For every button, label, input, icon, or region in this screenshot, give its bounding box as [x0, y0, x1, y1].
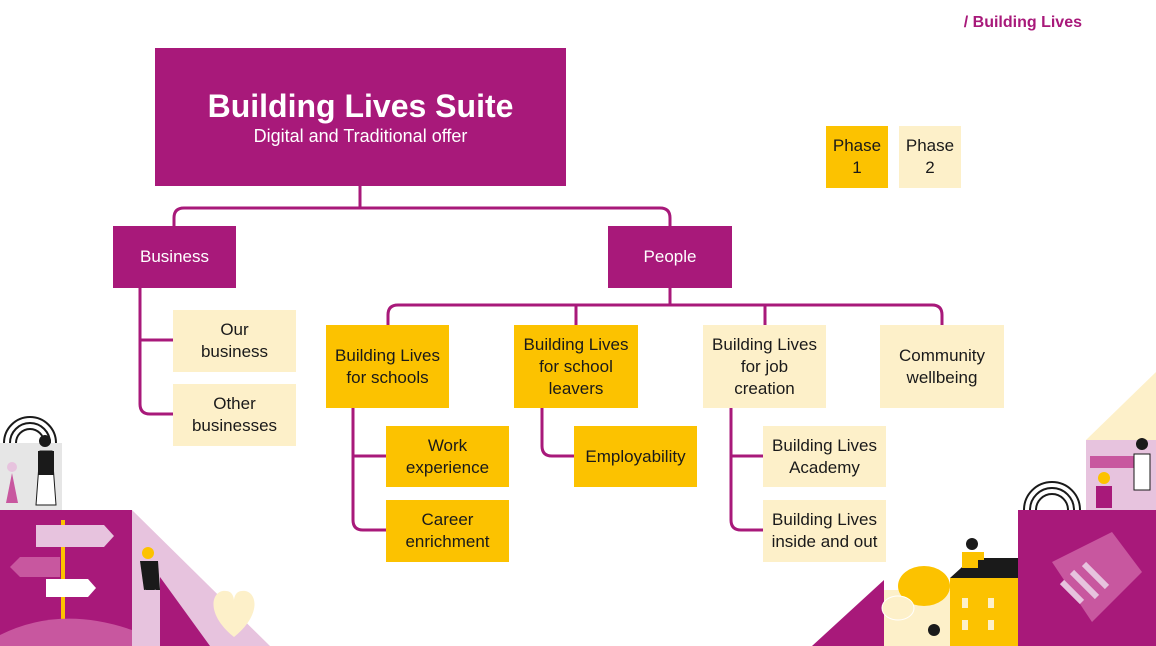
brand-label: / Building Lives — [963, 14, 1082, 31]
business-box: Business — [113, 226, 236, 288]
illustration-left — [0, 416, 270, 646]
work-experience-box: Work experience — [386, 426, 509, 487]
legend-phase-2: Phase 2 — [899, 126, 961, 188]
community-wellbeing-box: Community wellbeing — [880, 325, 1004, 408]
academy-box: Building Lives Academy — [763, 426, 886, 487]
connector-business — [138, 288, 173, 416]
inside-and-out-box: Building Lives inside and out — [763, 500, 886, 562]
employability-box: Employability — [574, 426, 697, 487]
root-title: Building Lives Suite — [207, 88, 514, 124]
our-business-box: Our business — [173, 310, 296, 372]
connector-people — [386, 288, 944, 325]
career-enrichment-box: Career enrichment — [386, 500, 509, 562]
illustration-right — [812, 372, 1156, 646]
root-box: Building Lives Suite Digital and Traditi… — [155, 48, 566, 186]
job-creation-box: Building Lives for job creation — [703, 325, 826, 408]
connector-root — [172, 186, 672, 226]
people-box: People — [608, 226, 732, 288]
other-businesses-box: Other businesses — [173, 384, 296, 446]
legend-phase-1: Phase 1 — [826, 126, 888, 188]
schools-box: Building Lives for schools — [326, 325, 449, 408]
connector-schools — [351, 408, 386, 532]
connector-school-leavers — [540, 408, 574, 458]
connector-job-creation — [729, 408, 763, 532]
root-subtitle: Digital and Traditional offer — [253, 126, 468, 146]
signal-arcs-icon — [1023, 481, 1081, 511]
school-leavers-box: Building Lives for school leavers — [514, 325, 638, 408]
